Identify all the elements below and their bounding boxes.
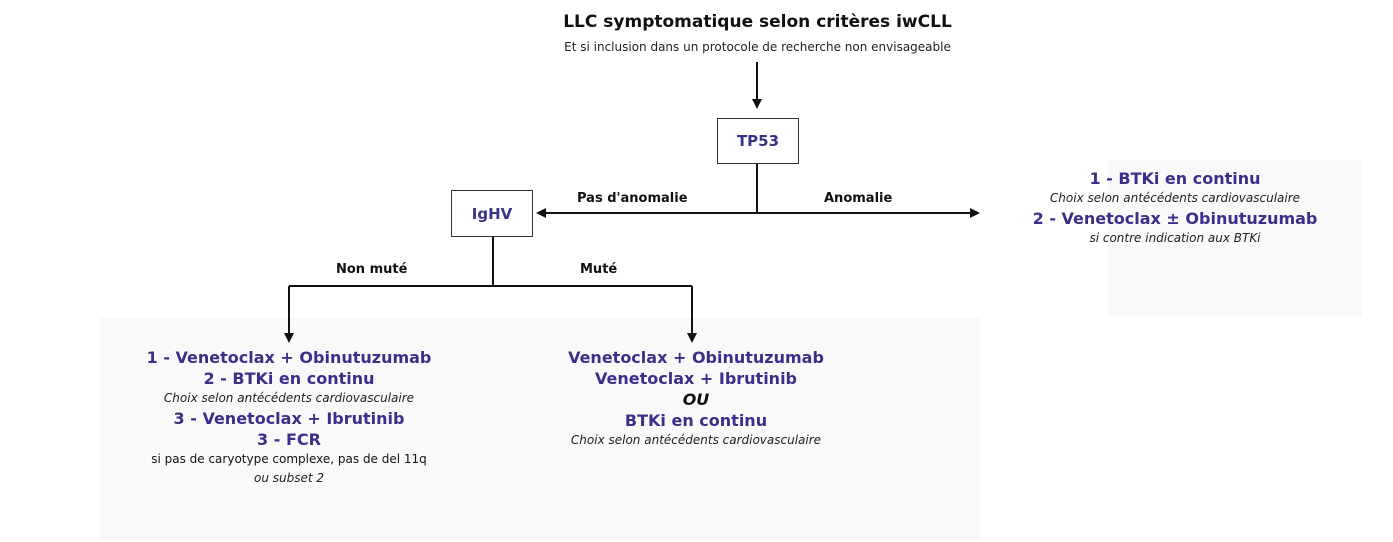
anomaly-note-2: si contre indication aux BTKi bbox=[1089, 231, 1261, 245]
right-panel-background bbox=[1108, 160, 1362, 316]
edge-label-mutated: Muté bbox=[580, 262, 618, 277]
edge-label-unmutated: Non muté bbox=[336, 262, 408, 277]
anomaly-option-1: 1 - BTKi en continu bbox=[1089, 169, 1261, 188]
mutated-note-1: Choix selon antécédents cardiovasculaire bbox=[570, 433, 822, 447]
unmutated-note-3: ou subset 2 bbox=[253, 471, 325, 485]
mutated-option-1: Venetoclax + Obinutuzumab bbox=[568, 348, 824, 367]
tp53-label: TP53 bbox=[736, 132, 780, 150]
unmutated-note-2: si pas de caryotype complexe, pas de del… bbox=[151, 452, 427, 466]
diagram-title: LLC symptomatique selon critères iwCLL bbox=[563, 12, 952, 32]
unmutated-option-4: 3 - FCR bbox=[257, 430, 321, 449]
tp53-node: TP53 bbox=[717, 118, 799, 164]
mutated-treatment-block: Venetoclax + Obinutuzumab Venetoclax + I… bbox=[505, 347, 887, 450]
edge-label-no-anomaly: Pas d'anomalie bbox=[577, 191, 688, 206]
mutated-or-separator: OU bbox=[682, 390, 710, 409]
ighv-label: IgHV bbox=[471, 204, 513, 223]
mutated-option-2: Venetoclax + Ibrutinib bbox=[594, 369, 798, 388]
ighv-node: IgHV bbox=[451, 190, 533, 237]
unmutated-option-3: 3 - Venetoclax + Ibrutinib bbox=[173, 409, 405, 428]
anomaly-treatment-block: 1 - BTKi en continu Choix selon antécéde… bbox=[1005, 168, 1345, 248]
mutated-option-3: BTKi en continu bbox=[624, 411, 768, 430]
unmutated-treatment-block: 1 - Venetoclax + Obinutuzumab 2 - BTKi e… bbox=[100, 347, 478, 488]
edge-label-anomaly: Anomalie bbox=[824, 191, 893, 206]
bottom-panel-background bbox=[100, 318, 980, 540]
unmutated-note-1: Choix selon antécédents cardiovasculaire bbox=[163, 391, 415, 405]
unmutated-option-2: 2 - BTKi en continu bbox=[203, 369, 375, 388]
anomaly-note-1: Choix selon antécédents cardiovasculaire bbox=[1049, 191, 1301, 205]
anomaly-option-2: 2 - Venetoclax ± Obinutuzumab bbox=[1032, 209, 1318, 228]
unmutated-option-1: 1 - Venetoclax + Obinutuzumab bbox=[146, 348, 432, 367]
diagram-subtitle: Et si inclusion dans un protocole de rec… bbox=[564, 40, 951, 54]
